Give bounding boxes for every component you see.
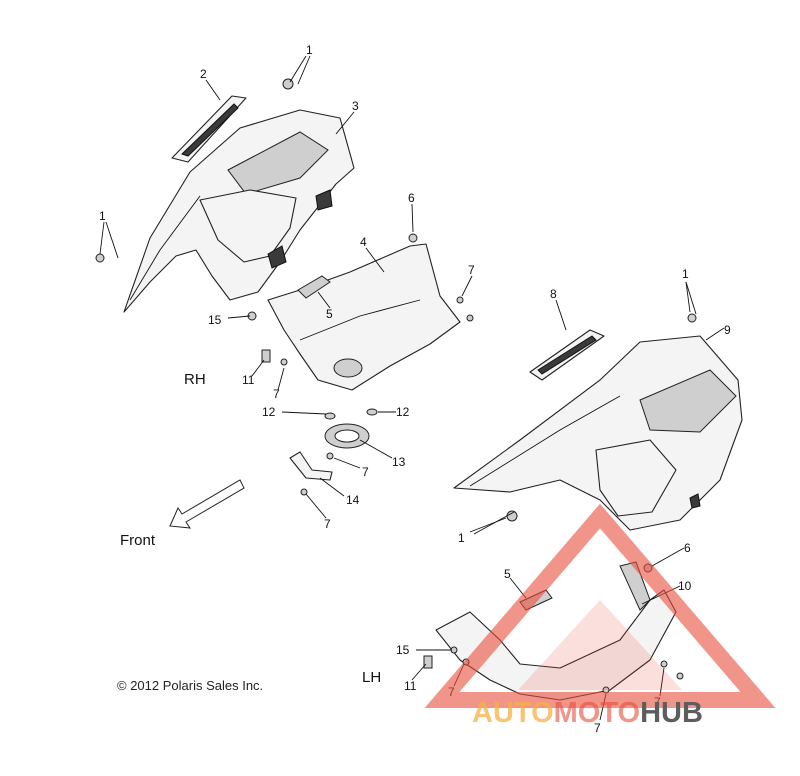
part-2-rh-vent bbox=[171, 95, 247, 163]
callout-5: 5 bbox=[326, 307, 333, 321]
fasteners bbox=[95, 78, 697, 694]
callout-14: 14 bbox=[346, 493, 360, 507]
side-label-lh: LH bbox=[362, 669, 381, 686]
part-4-rh-inner-panel bbox=[267, 243, 461, 391]
callout-11: 11 bbox=[242, 373, 255, 387]
watermark-auto: AUTO bbox=[472, 697, 554, 729]
front-label: Front bbox=[120, 532, 156, 549]
callout-10: 10 bbox=[678, 579, 692, 593]
watermark-hub: HUB bbox=[640, 697, 703, 729]
callout-9: 9 bbox=[724, 323, 731, 337]
part-8-lh-vent bbox=[529, 329, 605, 381]
callout-6: 6 bbox=[408, 191, 415, 205]
part-5-rh-clip bbox=[297, 275, 331, 299]
callout-4: 4 bbox=[360, 235, 367, 249]
part-13-grommet-ring bbox=[324, 423, 370, 449]
callout-3: 3 bbox=[352, 99, 359, 113]
callout-5: 5 bbox=[504, 567, 511, 581]
warning-triangle-icon bbox=[424, 503, 776, 708]
callout-1: 1 bbox=[458, 531, 465, 545]
callout-1: 1 bbox=[99, 209, 106, 223]
callout-7: 7 bbox=[362, 465, 369, 479]
callout-12: 12 bbox=[262, 405, 276, 419]
copyright-text: © 2012 Polaris Sales Inc. bbox=[117, 678, 263, 693]
svg-text:AUTOMOTOHUB: AUTOMOTOHUB bbox=[472, 697, 703, 729]
callout-1: 1 bbox=[682, 267, 689, 281]
callout-15: 15 bbox=[396, 643, 410, 657]
callout-labels: 1 2 3 1 6 4 7 5 15 RH 11 7 12 12 13 7 14… bbox=[99, 43, 731, 735]
side-label-rh: RH bbox=[184, 371, 206, 388]
watermark-moto: MOTO bbox=[554, 697, 640, 729]
callout-7: 7 bbox=[468, 263, 475, 277]
callout-13: 13 bbox=[392, 455, 406, 469]
callout-2: 2 bbox=[200, 67, 207, 81]
callout-1: 1 bbox=[306, 43, 313, 57]
part-9-lh-side-panel bbox=[453, 335, 743, 531]
callout-8: 8 bbox=[550, 287, 557, 301]
callout-7: 7 bbox=[324, 517, 331, 531]
callout-15: 15 bbox=[208, 313, 222, 327]
callout-7: 7 bbox=[273, 387, 280, 401]
watermark-logo: AUTOMOTOHUB bbox=[424, 503, 776, 729]
callout-6: 6 bbox=[684, 541, 691, 555]
part-3-rh-side-panel bbox=[123, 109, 355, 313]
callout-11: 11 bbox=[404, 679, 417, 693]
front-arrow bbox=[169, 479, 245, 529]
part-14-bracket bbox=[289, 451, 333, 481]
callout-7: 7 bbox=[594, 721, 601, 735]
callout-12: 12 bbox=[396, 405, 410, 419]
